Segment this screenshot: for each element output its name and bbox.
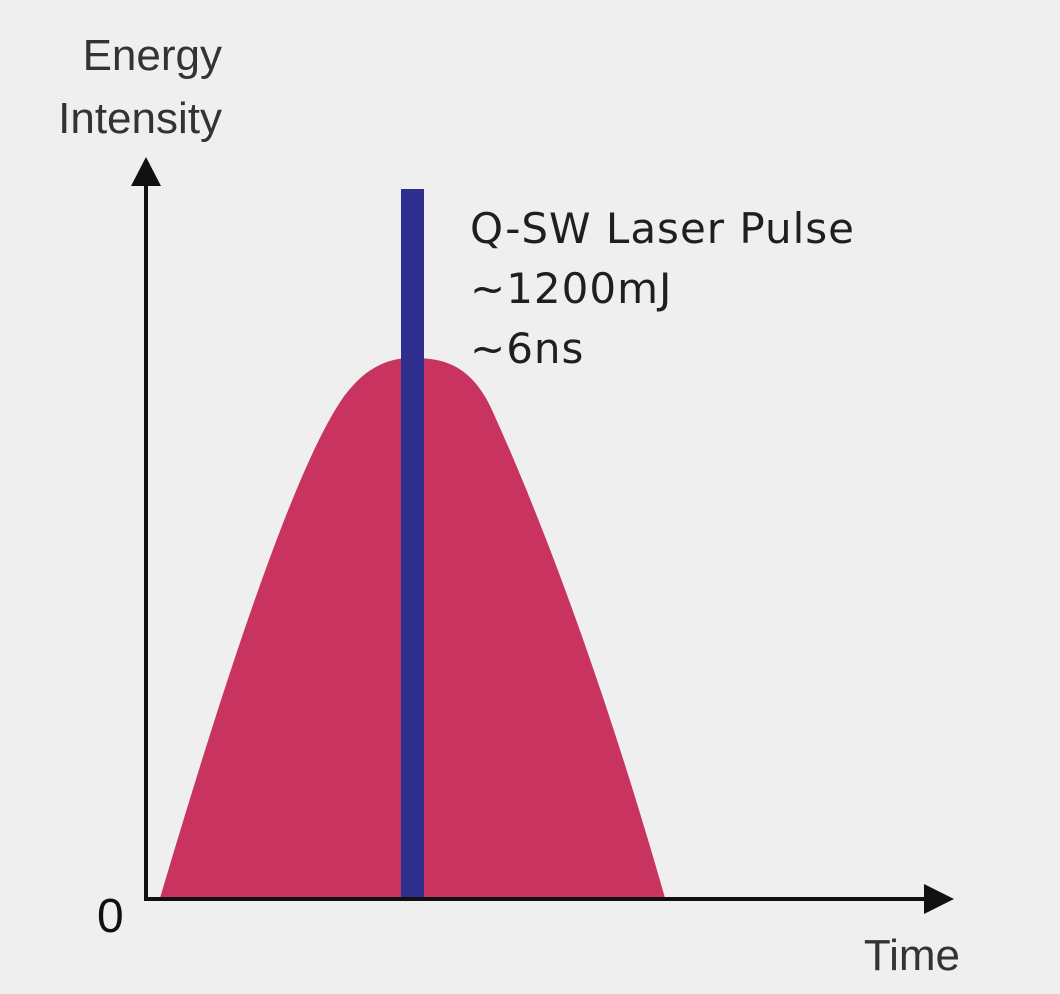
pulse-annotation-energy: ~1200mJ [470,264,672,313]
x-axis-label: Time [864,931,960,980]
y-axis-label-line1: Energy [83,31,222,80]
origin-label: 0 [97,890,124,943]
pulse-annotation-title: Q-SW Laser Pulse [470,204,855,253]
pulse-annotation-duration: ~6ns [470,324,584,373]
y-axis-arrow-icon [131,157,161,186]
laser-pulse-bar [401,189,424,899]
x-axis-arrow-icon [924,884,954,914]
y-axis-label-line2: Intensity [58,94,222,143]
